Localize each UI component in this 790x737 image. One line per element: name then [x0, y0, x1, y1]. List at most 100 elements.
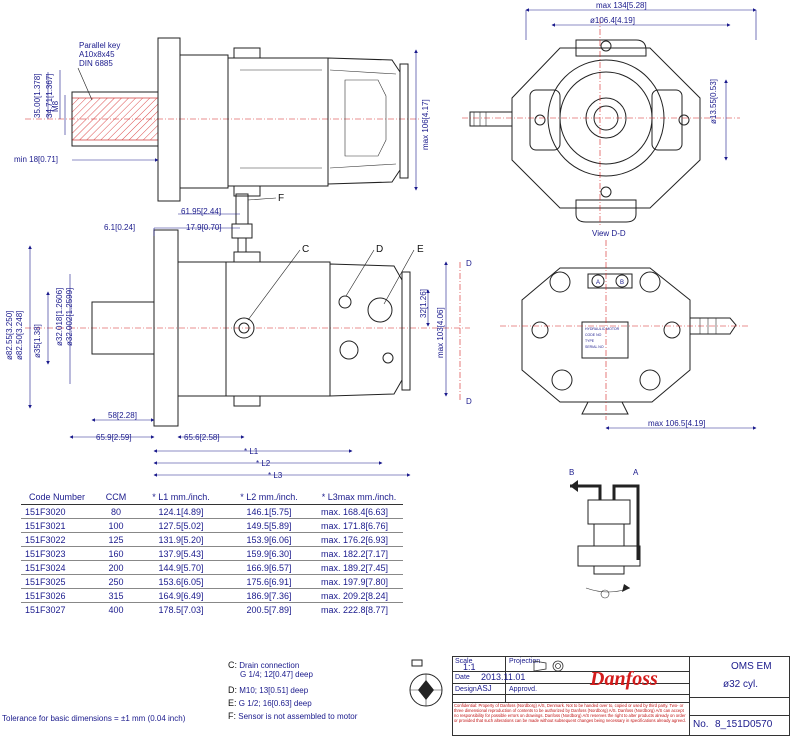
col-l2: * L2 mm./inch. — [223, 490, 315, 505]
dim-max106-top: max 106[4.17] — [421, 99, 430, 150]
middle-side-view — [25, 193, 470, 477]
dim-3471: 34.71[1.367] — [45, 74, 54, 118]
table-cell: 178.5[7.03] — [139, 602, 223, 616]
dim-l2: * L2 — [256, 459, 271, 468]
table-cell: 159.9[6.30] — [223, 546, 315, 561]
table-cell: 200.5[7.89] — [223, 602, 315, 616]
note-e: E: G 1/2; 16[0.63] deep — [228, 698, 312, 708]
tolerance-note: Tolerance for basic dimensions = ±1 mm (… — [2, 714, 186, 723]
date-label: Date — [455, 674, 470, 681]
dim-35: 35.00[1.378] — [33, 74, 42, 118]
table-cell: 153.9[6.06] — [223, 532, 315, 547]
projection-symbol-icon — [533, 660, 564, 672]
no-label: No. — [693, 719, 709, 730]
dim-6195: 61.95[2.44] — [181, 207, 221, 216]
projection-label: Projection — [509, 658, 541, 665]
dim-min18: min 18[0.71] — [14, 155, 58, 164]
badge-a: A — [596, 280, 600, 286]
badge-b: B — [620, 280, 624, 286]
port-b-label: B — [569, 468, 574, 477]
table-cell: 144.9[5.70] — [139, 560, 223, 575]
table-cell: 250 — [93, 574, 139, 589]
confidential-text: Confidential: Property of Danfoss (Nordb… — [454, 703, 686, 723]
table-cell: 149.5[5.89] — [223, 518, 315, 533]
dim-max1065: max 106.5[4.19] — [648, 419, 705, 428]
col-l1: * L1 mm./inch. — [139, 490, 223, 505]
table-cell: 151F3025 — [21, 574, 93, 589]
table-cell: 151F3026 — [21, 588, 93, 603]
view-dd-title: View D-D — [592, 229, 626, 238]
dim-d8250: ø82.50[3.248] — [15, 311, 24, 360]
dim-max103: max 103[4.06] — [436, 307, 445, 358]
dim-d35: ø35[1.38] — [33, 324, 42, 358]
top-side-view — [25, 37, 420, 202]
note-d: D: M10; 13[0.51] deep — [228, 685, 308, 695]
dim-max134: max 134[5.28] — [596, 1, 647, 10]
note-c-label: C: — [228, 660, 237, 670]
table-cell: 151F3024 — [21, 560, 93, 575]
plate-line-3: TYPE — [585, 339, 595, 343]
plate-line-2: CODE NO — [585, 333, 602, 337]
shaft-type: ø32 cyl. — [723, 679, 759, 690]
note-c-text1: Drain connection — [239, 661, 300, 670]
plate-line-4: SERIAL NO — [585, 345, 604, 349]
table-cell: 146.1[5.75] — [223, 504, 315, 519]
table-cell: max. 197.9[7.80] — [315, 574, 403, 589]
symbol-pictogram — [409, 659, 443, 707]
model-name: OMS EM — [731, 661, 772, 672]
parallel-key-2: A10x8x45 — [79, 50, 115, 59]
table-cell: max. 176.2[6.93] — [315, 532, 403, 547]
table-cell: 124.1[4.89] — [139, 504, 223, 519]
table-cell: 151F3027 — [21, 602, 93, 616]
table-cell: 151F3022 — [21, 532, 93, 547]
dim-656: 65.6[2.58] — [184, 433, 220, 442]
front-view — [462, 8, 757, 226]
col-ccm: CCM — [93, 490, 139, 505]
dim-m8: M8 — [51, 100, 60, 112]
table-cell: 151F3020 — [21, 504, 93, 519]
table-cell: max. 171.8[6.76] — [315, 518, 403, 533]
table-cell: max. 168.4[6.63] — [315, 504, 403, 519]
table-cell: 151F3021 — [21, 518, 93, 533]
table-cell: 151F3023 — [21, 546, 93, 561]
dim-61: 6.1[0.24] — [104, 223, 135, 232]
d-mark-bottom: D — [466, 397, 472, 406]
design-label: Design — [455, 686, 477, 693]
table-cell: 137.9[5.43] — [139, 546, 223, 561]
dim-l1: * L1 — [244, 447, 259, 456]
view-dd — [500, 240, 757, 430]
col-l3: * L3max mm./inch. — [315, 490, 403, 505]
note-f: F: Sensor is not assembled to motor — [228, 711, 357, 721]
table-cell: 175.6[6.91] — [223, 574, 315, 589]
brand-logo: Danfoss — [590, 668, 658, 690]
callout-d: D — [376, 244, 383, 255]
note-f-label: F: — [228, 711, 236, 721]
approved-label: Approvd. — [509, 686, 538, 693]
dim-l3: * L3 — [268, 471, 283, 480]
table-cell: 153.6[6.05] — [139, 574, 223, 589]
table-cell: max. 189.2[7.45] — [315, 560, 403, 575]
table-cell: max. 209.2[8.24] — [315, 588, 403, 603]
col-code: Code Number — [21, 490, 93, 505]
table-cell: 164.9[6.49] — [139, 588, 223, 603]
dim-d32018: ø32.018[1.2606] — [55, 288, 64, 346]
table-cell: 80 — [93, 504, 139, 519]
table-cell: 400 — [93, 602, 139, 616]
dim-d32002: ø32.002[1.2599] — [65, 288, 74, 346]
dim-d8255: ø82.55[3.250] — [5, 311, 14, 360]
table-cell: max. 182.2[7.17] — [315, 546, 403, 561]
callout-c: C — [302, 244, 309, 255]
note-c-text2: G 1/4; 12[0.47] deep — [240, 670, 313, 679]
scale-value: 1:1 — [463, 662, 476, 672]
table-cell: 131.9[5.20] — [139, 532, 223, 547]
callout-e: E — [417, 244, 424, 255]
parallel-key-3: DIN 6885 — [79, 59, 113, 68]
